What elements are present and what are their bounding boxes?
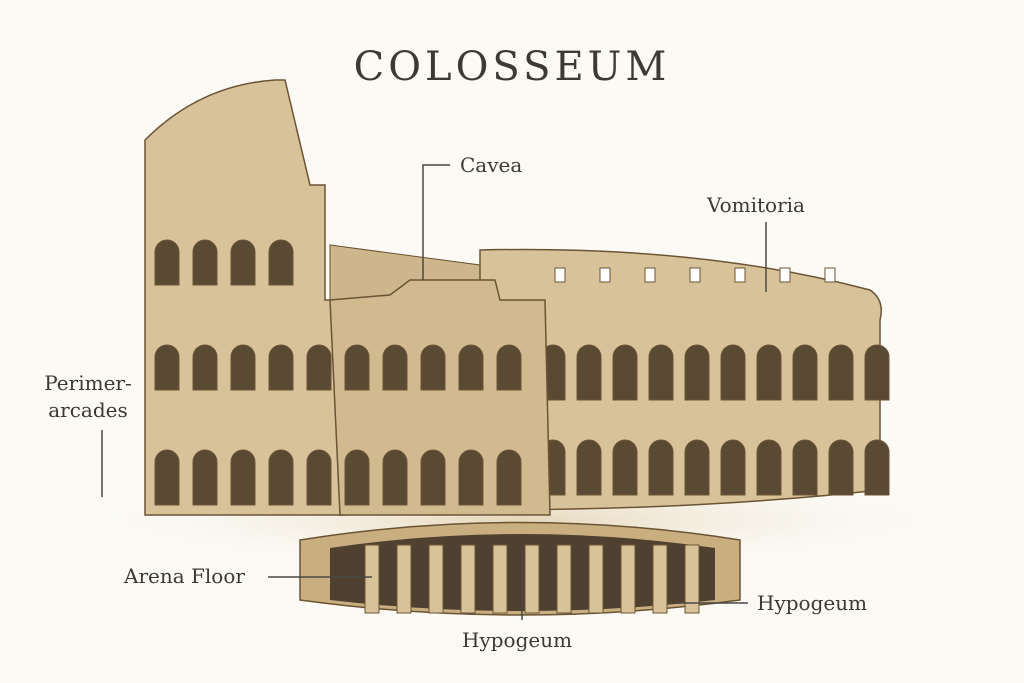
arch	[792, 344, 818, 401]
arch	[756, 344, 782, 401]
hypogeum-wall	[588, 544, 604, 614]
hypogeum-wall	[556, 544, 572, 614]
diagram-title: COLOSSEUM	[354, 44, 671, 90]
arch	[828, 439, 854, 496]
window	[689, 267, 701, 283]
arch	[230, 449, 256, 506]
arch	[230, 239, 256, 286]
label-cavea: Cavea	[460, 153, 522, 177]
cavea-leader	[422, 164, 450, 280]
arch	[420, 449, 446, 506]
arch	[576, 439, 602, 496]
arch	[306, 449, 332, 506]
hypogeum-wall	[364, 544, 380, 614]
hypogeum-wall	[492, 544, 508, 614]
hypogeum-wall	[460, 544, 476, 614]
hypogeum-walls	[364, 544, 700, 614]
arch	[268, 239, 294, 286]
outer-wall-left	[144, 79, 346, 516]
left-arcades	[154, 239, 522, 506]
arch	[720, 439, 746, 496]
hypogeum-wall	[428, 544, 444, 614]
arch	[344, 449, 370, 506]
arch	[720, 344, 746, 401]
arch	[154, 239, 180, 286]
arch	[496, 344, 522, 391]
arch	[420, 344, 446, 391]
right-arcades	[504, 267, 890, 496]
hypogeum-wall	[684, 544, 700, 614]
arch	[268, 344, 294, 391]
window	[554, 267, 566, 283]
arch	[382, 344, 408, 391]
label-hypogeum-right: Hypogeum	[757, 591, 867, 615]
arch	[154, 449, 180, 506]
window	[824, 267, 836, 283]
arch	[458, 344, 484, 391]
arch	[828, 344, 854, 401]
arch	[648, 439, 674, 496]
arch	[344, 344, 370, 391]
arch	[496, 449, 522, 506]
arch	[612, 439, 638, 496]
arch	[306, 344, 332, 391]
arch	[792, 439, 818, 496]
arch	[268, 449, 294, 506]
arch	[864, 344, 890, 401]
window	[644, 267, 656, 283]
arch	[612, 344, 638, 401]
arch	[864, 439, 890, 496]
arch	[192, 239, 218, 286]
arch	[230, 344, 256, 391]
hypogeum-wall	[396, 544, 412, 614]
arch	[756, 439, 782, 496]
hypogeum-wall	[524, 544, 540, 614]
arch	[684, 439, 710, 496]
arch	[648, 344, 674, 401]
arch	[382, 449, 408, 506]
hypogeum-wall	[652, 544, 668, 614]
hypogeum-wall	[620, 544, 636, 614]
window	[734, 267, 746, 283]
arch	[458, 449, 484, 506]
label-vomitoria: Vomitoria	[706, 193, 805, 217]
arch	[192, 344, 218, 391]
label-arena-floor: Arena Floor	[123, 564, 245, 588]
label-perimeter-line1: Perimer-	[44, 371, 131, 395]
arch	[684, 344, 710, 401]
arch	[576, 344, 602, 401]
arch	[154, 344, 180, 391]
arch	[192, 449, 218, 506]
window	[779, 267, 791, 283]
label-hypogeum-bottom: Hypogeum	[462, 628, 572, 652]
label-perimeter-line2: arcades	[48, 398, 128, 422]
window	[599, 267, 611, 283]
